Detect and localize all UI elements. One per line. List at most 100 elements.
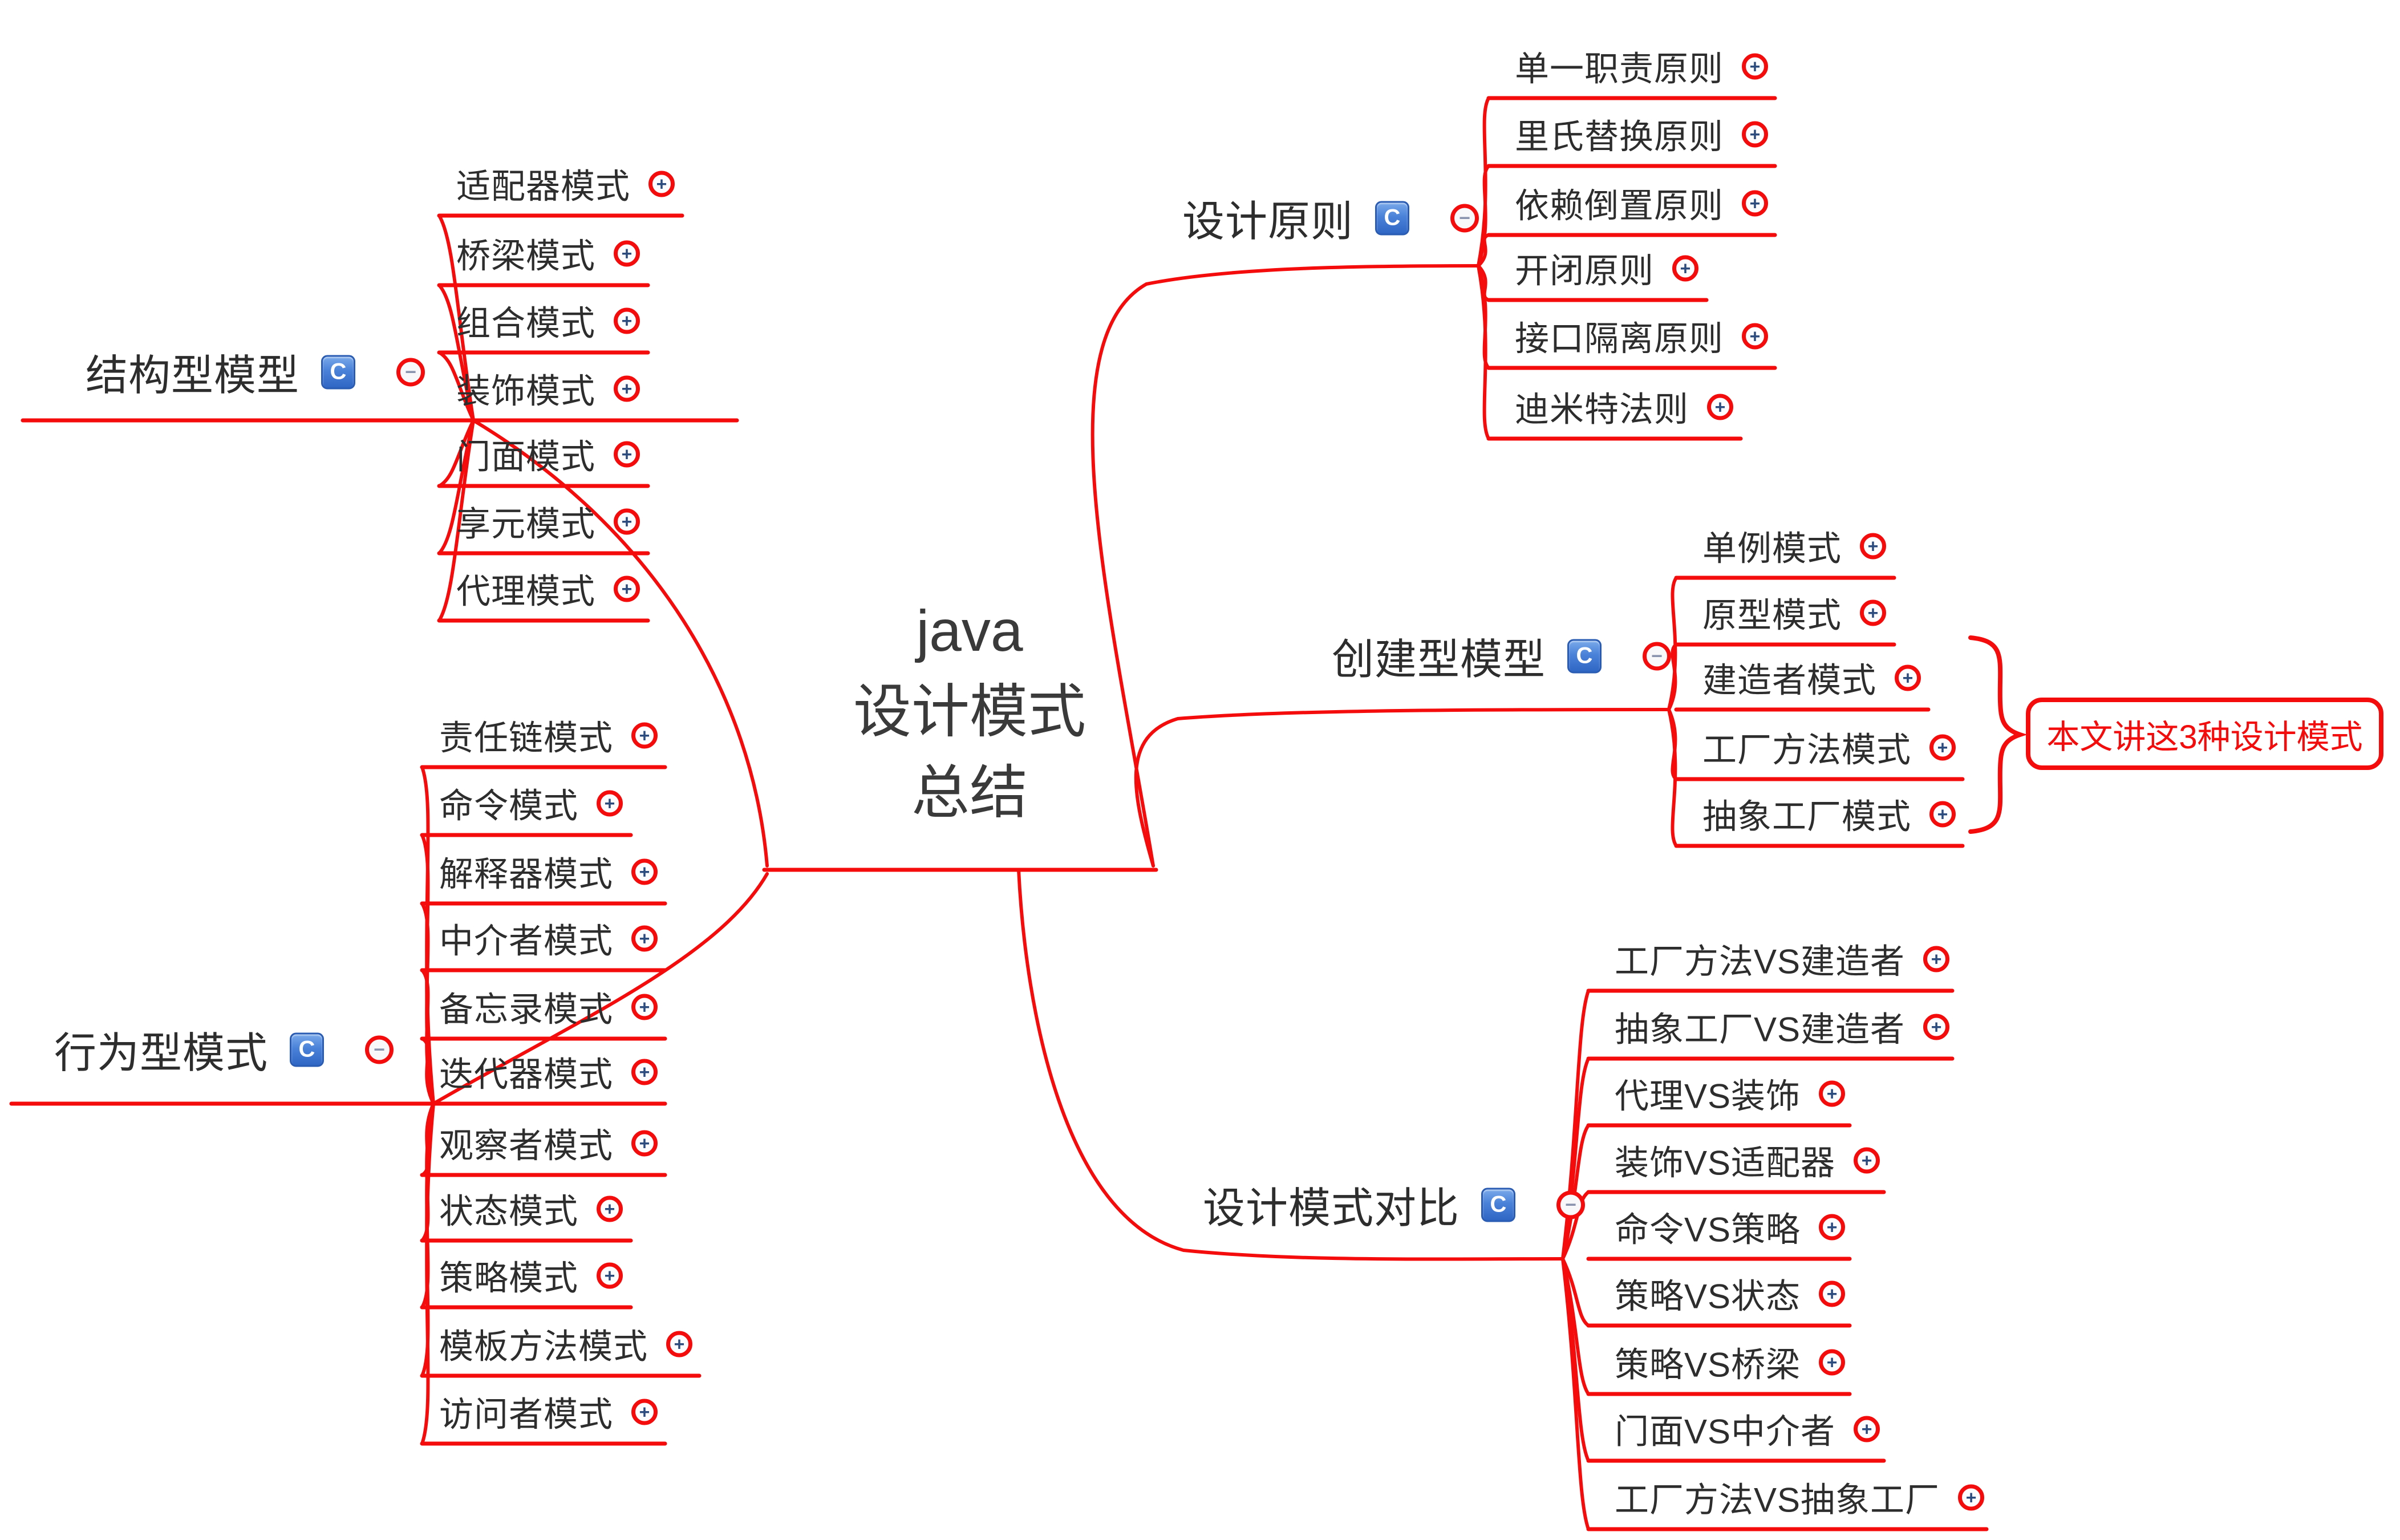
expand-icon[interactable]: + <box>1958 1484 1985 1510</box>
expand-icon[interactable]: + <box>614 375 640 402</box>
expand-icon[interactable]: + <box>648 171 675 197</box>
expand-icon[interactable]: + <box>1819 1214 1846 1240</box>
expand-icon[interactable]: + <box>597 1262 623 1288</box>
child-topic[interactable]: 工厂方法VS建造者+ <box>1615 934 1950 984</box>
expand-icon[interactable]: + <box>1742 190 1768 216</box>
child-topic[interactable]: 策略VS桥梁+ <box>1615 1338 1846 1387</box>
child-topic[interactable]: 访问者模式+ <box>439 1387 658 1437</box>
connector-path <box>437 419 475 488</box>
expand-icon[interactable]: + <box>1819 1349 1846 1375</box>
collapse-icon[interactable]: − <box>365 1035 394 1064</box>
callout-text: 本文讲这3种设计模式 <box>2046 718 2363 756</box>
expand-icon[interactable]: + <box>631 722 658 748</box>
child-topic[interactable]: 策略模式+ <box>439 1251 623 1300</box>
branch-behavioral[interactable]: 行为型模式 C − <box>54 1019 394 1080</box>
expand-icon[interactable]: + <box>1742 323 1768 349</box>
expand-icon[interactable]: + <box>1742 53 1768 79</box>
connector-path <box>1477 96 1490 268</box>
child-topic[interactable]: 代理模式+ <box>456 564 640 614</box>
child-topic[interactable]: 迭代器模式+ <box>439 1047 658 1097</box>
collapse-icon[interactable]: − <box>1450 204 1479 232</box>
child-topic[interactable]: 享元模式+ <box>456 497 640 546</box>
child-topic[interactable]: 组合模式 + <box>456 296 640 346</box>
child-topic[interactable]: 抽象工厂VS建造者+ <box>1615 1002 1950 1052</box>
expand-icon[interactable]: + <box>614 240 640 266</box>
child-topic[interactable]: 建造者模式+ <box>1702 653 1921 703</box>
expand-icon[interactable]: + <box>631 1130 658 1156</box>
expand-icon[interactable]: + <box>1895 664 1921 691</box>
child-topic[interactable]: 开闭原则+ <box>1515 244 1698 293</box>
branch-label: 设计模式对比 <box>1203 1184 1460 1232</box>
expand-icon[interactable]: + <box>1854 1416 1880 1442</box>
expand-icon[interactable]: + <box>614 508 640 534</box>
topic-label: 组合模式 <box>456 304 595 343</box>
expand-icon[interactable]: + <box>597 1195 623 1222</box>
child-topic[interactable]: 责任链模式+ <box>439 711 658 760</box>
expand-icon[interactable]: + <box>1854 1147 1880 1173</box>
expand-icon[interactable]: + <box>631 1399 658 1425</box>
collapse-icon[interactable]: − <box>1643 642 1671 670</box>
child-topic[interactable]: 抽象工厂模式+ <box>1702 789 1956 839</box>
expand-icon[interactable]: + <box>1707 394 1733 420</box>
expand-icon[interactable]: + <box>1860 599 1886 626</box>
child-topic[interactable]: 单一职责原则+ <box>1515 42 1768 91</box>
child-topic[interactable]: 原型模式+ <box>1702 588 1886 638</box>
connector-path <box>1090 264 1480 868</box>
topic-label: 策略VS状态 <box>1615 1277 1801 1316</box>
expand-icon[interactable]: + <box>1860 533 1886 559</box>
child-topic[interactable]: 状态模式+ <box>439 1184 623 1234</box>
expand-icon[interactable]: + <box>1923 946 1950 972</box>
expand-icon[interactable]: + <box>666 1331 692 1357</box>
child-topic[interactable]: 策略VS状态 + <box>1615 1269 1846 1319</box>
child-topic[interactable]: 单例模式+ <box>1702 521 1886 571</box>
child-topic[interactable]: 接口隔离原则+ <box>1515 311 1768 361</box>
child-topic[interactable]: 中介者模式+ <box>439 914 658 963</box>
expand-icon[interactable]: + <box>1929 734 1956 760</box>
child-topic[interactable]: 代理VS装饰+ <box>1615 1069 1846 1118</box>
expand-icon[interactable]: + <box>631 1059 658 1085</box>
child-topic[interactable]: 工厂方法模式+ <box>1702 723 1956 772</box>
child-topic[interactable]: 迪米特法则+ <box>1515 382 1733 432</box>
child-topic[interactable]: 命令模式+ <box>439 779 623 828</box>
child-topic[interactable]: 依赖倒置原则+ <box>1515 179 1768 228</box>
expand-icon[interactable]: + <box>614 307 640 334</box>
expand-icon[interactable]: + <box>614 576 640 602</box>
expand-icon[interactable]: + <box>614 441 640 467</box>
expand-icon[interactable]: + <box>1819 1080 1846 1107</box>
branch-creational[interactable]: 创建型模型 C − <box>1332 626 1671 687</box>
expand-icon[interactable]: + <box>597 790 623 816</box>
connector-path <box>437 419 475 622</box>
child-topic[interactable]: 装饰模式+ <box>456 364 640 414</box>
expand-icon[interactable]: + <box>631 925 658 951</box>
child-topic[interactable]: 解释器模式+ <box>439 847 658 897</box>
child-topic[interactable]: 适配器模式+ <box>456 159 675 209</box>
branch-label: 设计原则 <box>1182 197 1353 245</box>
child-topic[interactable]: 观察者模式+ <box>439 1118 658 1168</box>
connector-path <box>420 1102 435 1445</box>
child-topic[interactable]: 命令VS策略+ <box>1615 1202 1846 1252</box>
branch-structural[interactable]: 结构型模型 C − <box>86 342 425 403</box>
expand-icon[interactable]: + <box>1819 1280 1846 1307</box>
collapse-icon[interactable]: − <box>396 358 425 386</box>
expand-icon[interactable]: + <box>631 858 658 885</box>
c-marker-icon: C <box>1481 1188 1515 1222</box>
child-topic[interactable]: 门面模式+ <box>456 429 640 479</box>
child-topic[interactable]: 里氏替换原则+ <box>1515 110 1768 159</box>
child-topic[interactable]: 模板方法模式+ <box>439 1319 692 1369</box>
expand-icon[interactable]: + <box>631 994 658 1020</box>
branch-comparison[interactable]: 设计模式对比 C − <box>1203 1174 1585 1235</box>
expand-icon[interactable]: + <box>1923 1014 1950 1040</box>
child-topic[interactable]: 备忘录模式+ <box>439 982 658 1032</box>
central-topic[interactable]: java 设计模式 总结 <box>853 590 1086 833</box>
expand-icon[interactable]: + <box>1742 121 1768 147</box>
child-topic[interactable]: 装饰VS适配器+ <box>1615 1136 1880 1185</box>
expand-icon[interactable]: + <box>1672 255 1698 281</box>
collapse-icon[interactable]: − <box>1556 1190 1585 1219</box>
child-topic[interactable]: 桥梁模式+ <box>456 229 640 278</box>
child-topic[interactable]: 工厂方法VS抽象工厂+ <box>1615 1473 1985 1522</box>
child-topic[interactable]: 门面VS中介者+ <box>1615 1404 1880 1454</box>
branch-principles[interactable]: 设计原则 C − <box>1182 188 1479 249</box>
expand-icon[interactable]: + <box>1929 801 1956 827</box>
